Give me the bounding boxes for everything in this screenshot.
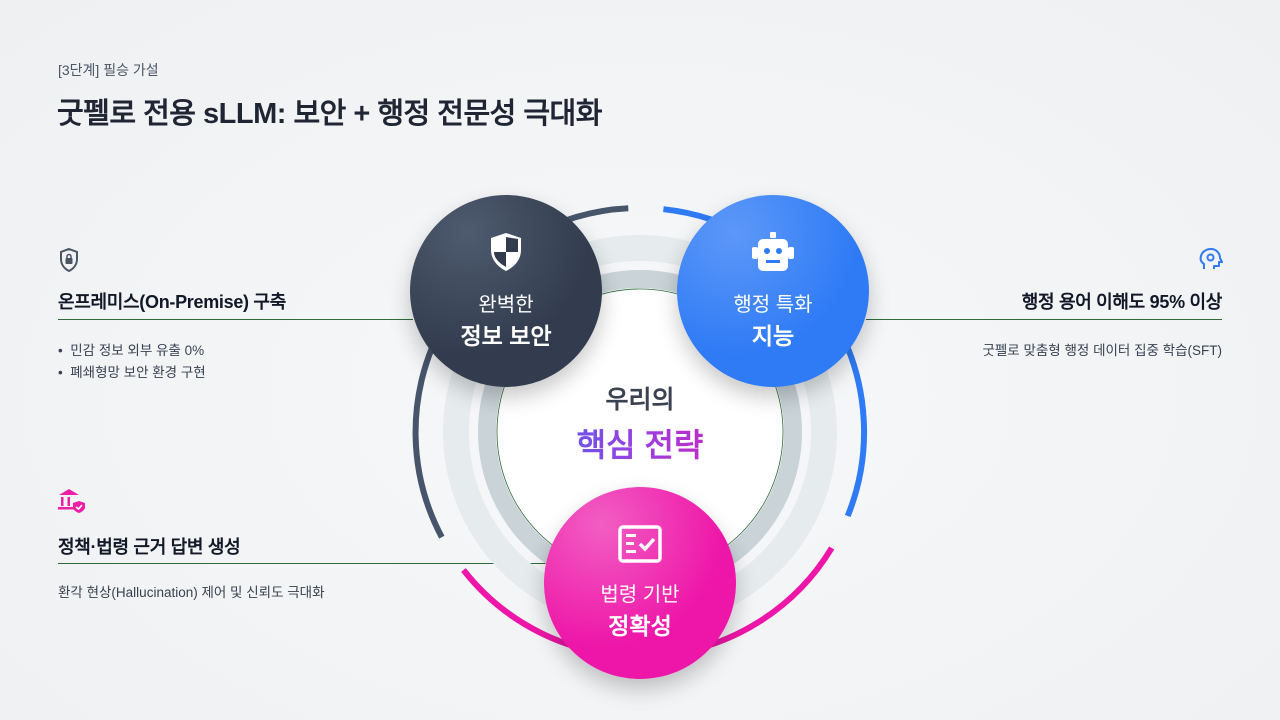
feature-desc: 환각 현상(Hallucination) 제어 및 신뢰도 극대화 <box>58 585 325 600</box>
center-label: 우리의 핵심 전략 <box>498 380 782 466</box>
circle-line2: 정확성 <box>608 613 672 639</box>
checklist-icon <box>618 525 662 568</box>
circle-line2: 정보 보안 <box>460 323 552 349</box>
section-subtitle: [3단계] 필승 가설 <box>58 62 159 78</box>
bullet-text: 민감 정보 외부 유출 0% <box>70 343 205 358</box>
circle-line1: 행정 특화 <box>733 294 813 316</box>
bullet-item: • 폐쇄형망 보안 환경 구현 <box>58 365 206 380</box>
circle-line1: 완벽한 <box>478 294 534 316</box>
divider <box>58 319 413 320</box>
divider <box>866 319 1222 320</box>
page-title: 굿펠로 전용 sLLM: 보안 + 행정 전문성 극대화 <box>57 98 602 130</box>
divider <box>58 563 548 564</box>
circle-intelligence: 행정 특화 지능 <box>677 195 869 387</box>
feature-desc: 굿펠로 맞춤형 행정 데이터 집중 학습(SFT) <box>982 343 1222 358</box>
circle-security: 완벽한 정보 보안 <box>410 195 602 387</box>
shield-icon <box>488 231 524 278</box>
bullet-item: • 민감 정보 외부 유출 0% <box>58 343 205 358</box>
feature-title-terms: 행정 용어 이해도 95% 이상 <box>1021 292 1223 312</box>
head-gear-icon <box>1198 247 1224 278</box>
center-line2: 핵심 전략 <box>498 420 782 466</box>
robot-icon <box>750 231 796 278</box>
circle-line1: 법령 기반 <box>600 584 680 606</box>
center-line1: 우리의 <box>605 386 675 414</box>
bullet-text: 폐쇄형망 보안 환경 구현 <box>70 365 206 380</box>
shield-lock-icon <box>58 247 80 278</box>
circle-accuracy: 법령 기반 정확성 <box>544 487 736 679</box>
feature-bullets: • 민감 정보 외부 유출 0% • 폐쇄형망 보안 환경 구현 <box>58 340 206 384</box>
feature-title-law: 정책·법령 근거 답변 생성 <box>58 537 241 557</box>
law-building-check-icon <box>57 487 87 520</box>
circle-line2: 지능 <box>751 323 795 349</box>
feature-title-onpremise: 온프레미스(On-Premise) 구축 <box>58 292 286 312</box>
